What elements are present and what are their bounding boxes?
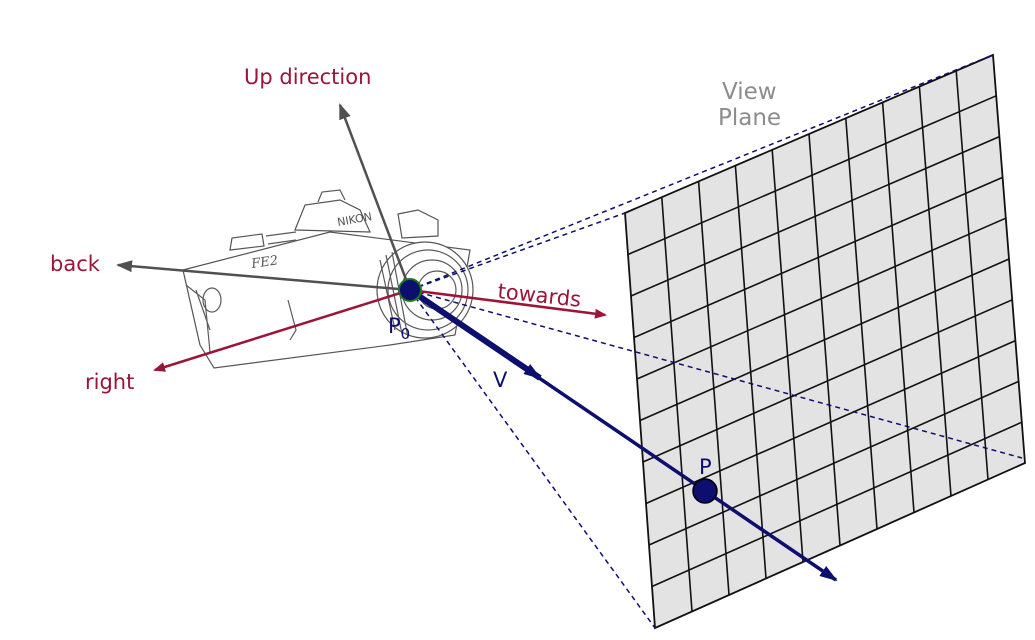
grid-line-horizontal — [651, 421, 1023, 588]
frustum-edge-right — [409, 289, 1023, 459]
frustum-edge-lower-left — [409, 289, 656, 629]
view-frustum — [409, 54, 1023, 629]
camera-front-details — [185, 284, 297, 353]
label-p0: P0 — [388, 314, 410, 343]
label-plane: Plane — [718, 105, 781, 131]
intersection-point-p — [692, 478, 718, 504]
label-p0-main: P — [388, 314, 401, 338]
camera-hotshoe — [317, 189, 346, 203]
label-v: V — [493, 368, 508, 392]
up-axis — [338, 103, 412, 291]
camera-dial-left — [229, 233, 265, 251]
camera-top-details — [265, 231, 297, 245]
right-axis — [153, 288, 411, 372]
grid-line-horizontal — [645, 339, 1016, 505]
grid-line-horizontal — [633, 176, 1003, 339]
towards-axis — [409, 288, 607, 319]
grid-line-horizontal — [636, 217, 1007, 380]
camera-dial-right — [397, 209, 439, 239]
label-view: View — [722, 79, 777, 105]
back-axis — [116, 260, 411, 292]
grid-line-horizontal — [648, 380, 1019, 546]
grid-line-horizontal — [642, 299, 1013, 463]
label-p0-subscript: 0 — [401, 325, 411, 343]
v-vector — [408, 287, 542, 381]
origin-point-p0 — [398, 278, 422, 302]
grid-line-horizontal — [630, 135, 1000, 297]
camera-illustration: NIKON FE2 — [182, 189, 474, 369]
view-plane-grid — [627, 70, 1023, 612]
label-towards: towards — [496, 279, 582, 312]
camera-button — [202, 287, 222, 313]
label-back: back — [50, 252, 101, 276]
grid-line-horizontal — [627, 95, 997, 256]
camera-prism — [294, 199, 371, 233]
camera-lens-ring — [387, 249, 469, 331]
label-right: right — [85, 370, 134, 394]
label-up-direction: Up direction — [244, 65, 371, 89]
frustum-edge-upper-left — [409, 212, 626, 291]
view-plane — [624, 53, 1026, 630]
frustum-edge-top — [409, 54, 994, 291]
view-ray — [519, 363, 838, 582]
label-p: P — [699, 455, 712, 479]
grid-line-horizontal — [639, 258, 1010, 422]
camera-model-text: FE2 — [249, 253, 279, 272]
camera-brand-text: NIKON — [336, 210, 373, 229]
